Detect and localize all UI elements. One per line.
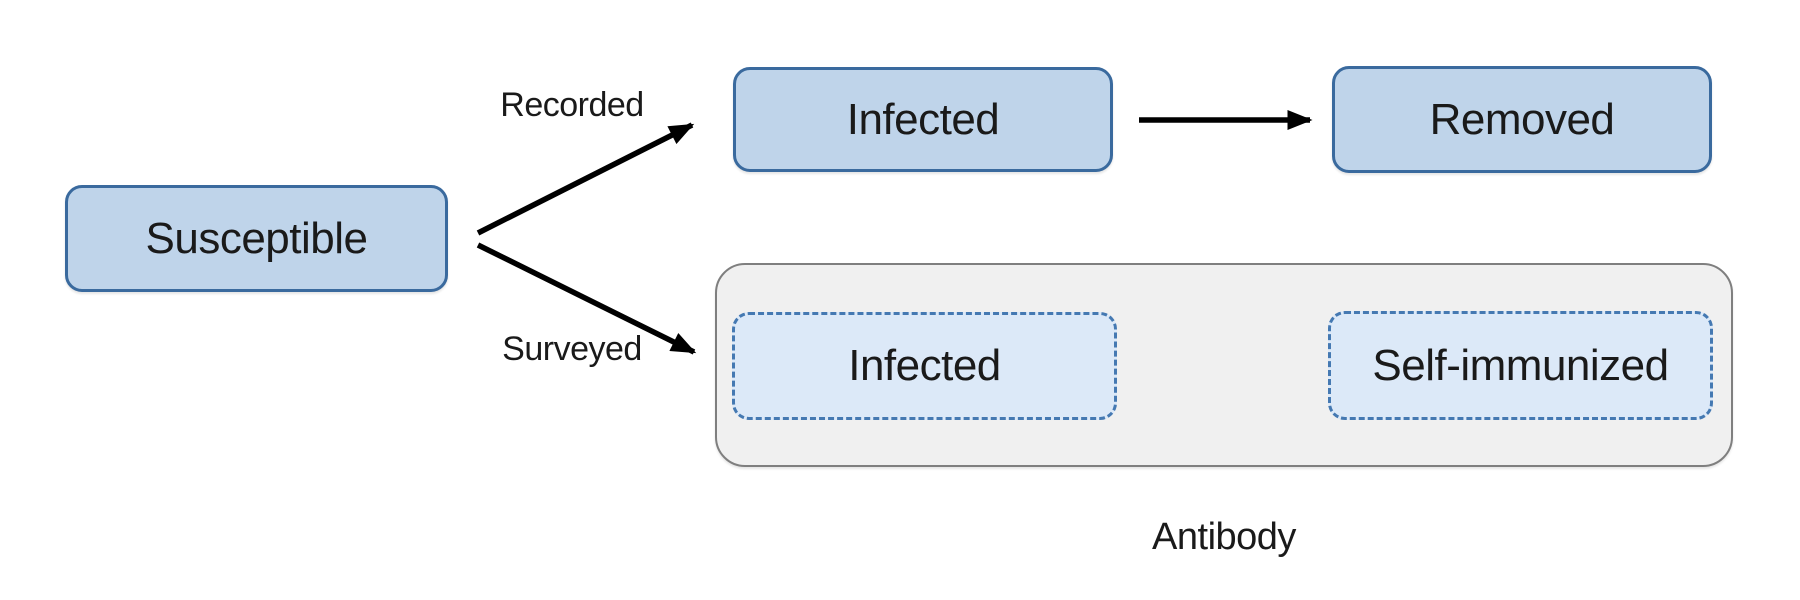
node-infected-surveyed-label: Infected: [848, 341, 1001, 390]
node-self-immunized-label: Self-immunized: [1372, 340, 1669, 390]
node-removed: Removed: [1332, 66, 1712, 173]
node-infected-surveyed: Infected: [732, 312, 1117, 420]
edge-label-surveyed: Surveyed: [502, 330, 642, 368]
edge-label-recorded: Recorded: [500, 86, 644, 124]
node-susceptible-label: Susceptible: [145, 213, 368, 263]
node-self-immunized: Self-immunized: [1328, 311, 1713, 420]
node-infected-recorded: Infected: [733, 67, 1113, 172]
antibody-group-caption: Antibody: [1152, 516, 1296, 558]
arrow-susceptible-to-infected-recorded: [476, 122, 695, 236]
node-susceptible: Susceptible: [65, 185, 448, 292]
node-infected-recorded-label: Infected: [846, 94, 1000, 144]
node-removed-label: Removed: [1429, 94, 1615, 144]
